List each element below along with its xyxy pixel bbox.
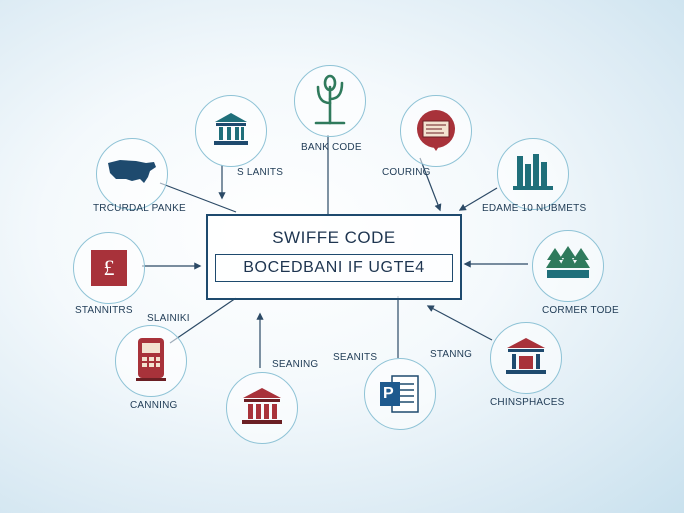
label-stannitrs: STANNITRS bbox=[75, 305, 133, 316]
label-bank-code: BANK CODE bbox=[301, 142, 362, 153]
bar-chart-icon bbox=[511, 152, 555, 197]
document-p-icon: P bbox=[378, 372, 422, 416]
label-canning: CANNING bbox=[130, 400, 178, 411]
node-couring[interactable] bbox=[400, 95, 472, 167]
label-chinsphaces: CHINSPHACES bbox=[490, 397, 565, 408]
node-stannitrs[interactable]: £ bbox=[73, 232, 145, 304]
node-chinsphaces[interactable] bbox=[490, 322, 562, 394]
pound-currency-icon: £ bbox=[91, 250, 127, 286]
label-trcurdal-panke: TRCURDAL PANKE bbox=[93, 203, 186, 214]
node-s-lanits[interactable] bbox=[195, 95, 267, 167]
node-cormer-tode[interactable] bbox=[532, 230, 604, 302]
label-edame-nubmets: EDAME 10 NUBMETS bbox=[482, 203, 587, 214]
usa-map-icon bbox=[106, 157, 158, 192]
node-bank-code[interactable] bbox=[294, 65, 366, 137]
atm-machine-icon bbox=[134, 336, 168, 387]
node-canning[interactable] bbox=[115, 325, 187, 397]
label-stanng: STANNG bbox=[430, 349, 473, 360]
node-seaning[interactable] bbox=[226, 372, 298, 444]
swift-code-value: BOCEDBANI IF UGTE4 bbox=[215, 254, 453, 282]
label-couring: COURING bbox=[382, 167, 431, 178]
bank-building-icon bbox=[240, 386, 284, 431]
center-title: SWIFFE CODE bbox=[272, 228, 396, 247]
label-slainiki: SLAINIKI bbox=[147, 313, 190, 324]
label-seaning: SEANING bbox=[272, 359, 319, 370]
certificate-badge-icon bbox=[414, 107, 458, 156]
bank-building-icon bbox=[504, 336, 548, 381]
doc-letter: P bbox=[383, 385, 394, 402]
node-edame-nubmets[interactable] bbox=[497, 138, 569, 210]
label-cormer-tode: CORMER TODE bbox=[542, 305, 619, 316]
node-seanits[interactable]: P bbox=[364, 358, 436, 430]
trees-icon bbox=[545, 244, 591, 289]
bank-building-icon bbox=[211, 111, 251, 152]
label-seanits: SEANITS bbox=[333, 352, 378, 363]
label-s-lanits: S LANITS bbox=[237, 167, 284, 178]
plant-leaf-icon bbox=[310, 73, 350, 130]
swift-code-box: SWIFFE CODE BOCEDBANI IF UGTE4 bbox=[206, 214, 462, 300]
node-trcurdal-panke[interactable] bbox=[96, 138, 168, 210]
